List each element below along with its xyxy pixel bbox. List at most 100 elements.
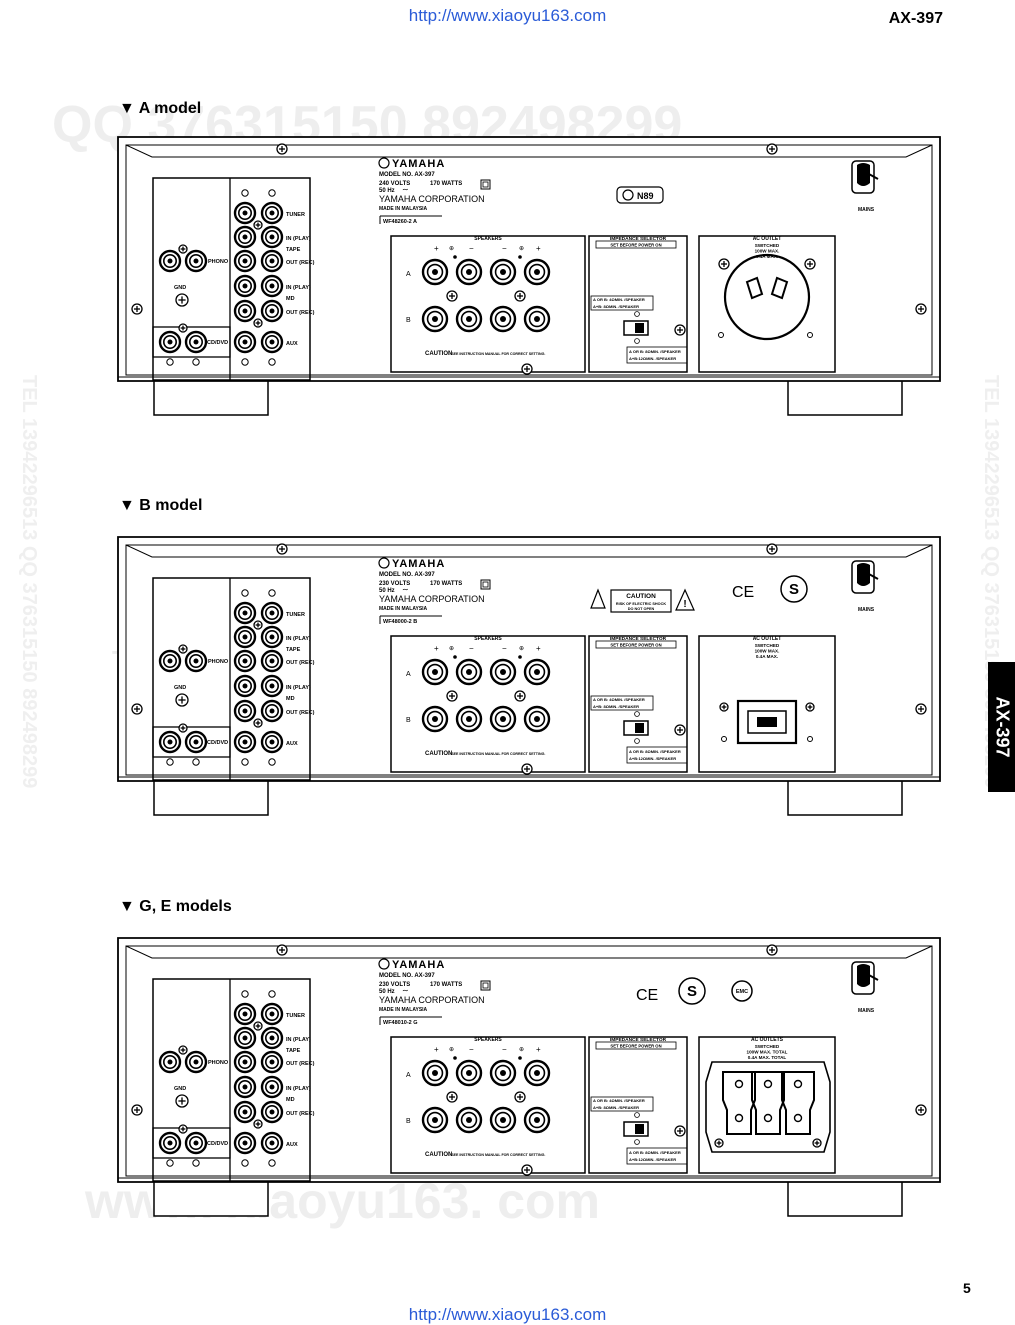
jack-outer-ring xyxy=(260,649,284,673)
jack-outer-ring xyxy=(233,601,257,625)
jack-center-pin xyxy=(242,1035,248,1041)
jack-outer-ring xyxy=(489,1106,517,1134)
euro-socket-pin-bottom-0 xyxy=(734,1113,744,1123)
euro-socket-pin-top-2 xyxy=(793,1079,803,1089)
jack-inner-ring xyxy=(528,663,546,681)
jack-inner-ring xyxy=(162,335,177,350)
jack-inner-ring xyxy=(265,654,280,669)
ac-socket-pin-right xyxy=(770,276,789,300)
jack-inner-ring xyxy=(265,679,280,694)
ac-outlet-spec-1: 100W MAX. TOTAL xyxy=(747,1050,788,1055)
section-label-b: ▼ B model xyxy=(119,497,203,514)
input-screw-2-icon xyxy=(253,318,263,328)
jack-outer-ring xyxy=(260,699,284,723)
jack-outer-ring xyxy=(260,1100,284,1124)
mains-cord-tail xyxy=(866,172,879,180)
jack-center-pin xyxy=(432,716,438,722)
speaker-terminal-b-0 xyxy=(421,705,449,733)
jack-inner-ring xyxy=(460,710,478,728)
watermark-vertical-left: TEL 13942296513 QQ 376315150 892498299 xyxy=(18,375,40,789)
impedance-lower-box xyxy=(626,746,688,764)
jack-inner-ring xyxy=(238,1105,253,1120)
jack-center-pin xyxy=(500,669,506,675)
speaker-screw-left-icon xyxy=(446,1091,458,1103)
top-screw-left-icon xyxy=(276,543,288,555)
jack-outer-ring xyxy=(260,249,284,273)
input-left-channel-mark xyxy=(241,189,249,197)
input-jack-right-2 xyxy=(260,649,284,673)
input-label-1: IN (PLAY) xyxy=(286,236,311,242)
jack-center-pin xyxy=(466,669,472,675)
section-label-a-text: A model xyxy=(138,100,202,117)
jack-outer-ring xyxy=(233,730,257,754)
impedance-a-or-b-4: A OR B: 4ΩMIN. /SPEAKER xyxy=(593,697,645,702)
switch-upper-mark xyxy=(634,311,640,317)
set-before-box xyxy=(595,240,677,249)
speaker-dot-left xyxy=(453,655,457,659)
cd-dvd-label: CD/DVD xyxy=(207,340,228,346)
input-jack-right-0 xyxy=(260,1002,284,1026)
jack-inner-ring xyxy=(265,606,280,621)
gnd-terminal-icon xyxy=(175,293,189,307)
speaker-right-minus: − xyxy=(502,244,507,253)
input-label-2: OUT (REC) xyxy=(286,260,315,266)
input-jack-left-1 xyxy=(233,1026,257,1050)
jack-center-pin xyxy=(269,339,275,345)
speaker-right-channel-mark: ⊕ xyxy=(519,246,524,252)
ac-outlet-spec-2: 0.4A MAX. TOTAL xyxy=(748,1055,787,1060)
input-label-3: IN (PLAY) xyxy=(286,1086,311,1092)
input-label-5: AUX xyxy=(286,741,298,747)
jack-center-pin xyxy=(534,269,540,275)
cabinet-outer xyxy=(117,136,941,382)
ac-symbol-icon: ∼ xyxy=(402,185,409,194)
speaker-row-a-label: A xyxy=(406,1072,411,1079)
impedance-a-or-b-8: A OR B: 8ΩMIN. /SPEAKER xyxy=(629,349,681,354)
jack-center-pin xyxy=(242,1084,248,1090)
ac-outlet-spec-2: 0.4A MAX. xyxy=(756,654,778,659)
speaker-row-a-label: A xyxy=(406,671,411,678)
mains-cord-tail xyxy=(866,572,879,580)
jack-center-pin xyxy=(466,269,472,275)
input-label-4: OUT (REC) xyxy=(286,310,315,316)
jack-outer-ring xyxy=(233,201,257,225)
multi-outlet-frame xyxy=(705,1061,831,1153)
jack-center-pin xyxy=(432,1070,438,1076)
switch-upper-mark xyxy=(634,1112,640,1118)
jack-outer-ring xyxy=(260,601,284,625)
input-label-4: OUT (REC) xyxy=(286,1111,315,1117)
input-jack-right-4 xyxy=(260,1100,284,1124)
jack-inner-ring xyxy=(238,735,253,750)
caution-label: CAUTION xyxy=(425,1152,452,1158)
jack-inner-ring xyxy=(460,263,478,281)
code-bracket xyxy=(379,615,442,624)
jack-outer-ring xyxy=(523,658,551,686)
jack-inner-ring xyxy=(265,704,280,719)
bottom-url-link[interactable]: http://www.xiaoyu163.com xyxy=(408,1305,607,1324)
jack-inner-ring xyxy=(265,1136,280,1151)
foot-left xyxy=(153,1179,269,1217)
impedance-a-or-b-8: A OR B: 8ΩMIN. /SPEAKER xyxy=(629,1150,681,1155)
jack-center-pin xyxy=(466,1070,472,1076)
impedance-a-or-b-4: A OR B: 4ΩMIN. /SPEAKER xyxy=(593,297,645,302)
top-url-link[interactable]: http://www.xiaoyu163.com xyxy=(408,6,607,25)
jack-center-pin xyxy=(242,610,248,616)
caution-label: CAUTION xyxy=(425,351,452,357)
jack-inner-ring xyxy=(238,206,253,221)
phono-jack-right xyxy=(184,249,208,273)
jack-inner-ring xyxy=(460,1111,478,1129)
jack-inner-ring xyxy=(426,310,444,328)
jack-inner-ring xyxy=(238,1055,253,1070)
speakers-frame xyxy=(390,235,586,373)
input-label-tape: TAPE xyxy=(286,647,301,653)
jack-center-pin xyxy=(242,634,248,640)
jack-outer-ring xyxy=(233,1050,257,1074)
speaker-left-channel-mark: ⊕ xyxy=(449,646,454,652)
jack-center-pin xyxy=(500,716,506,722)
input-jack-left-0 xyxy=(233,601,257,625)
input-jack-left-2 xyxy=(233,249,257,273)
speaker-screw-left-icon xyxy=(446,290,458,302)
input-label-3: IN (PLAY) xyxy=(286,685,311,691)
impedance-switch-knob xyxy=(635,723,644,733)
jack-outer-ring xyxy=(184,330,208,354)
speaker-terminal-b-3 xyxy=(523,305,551,333)
